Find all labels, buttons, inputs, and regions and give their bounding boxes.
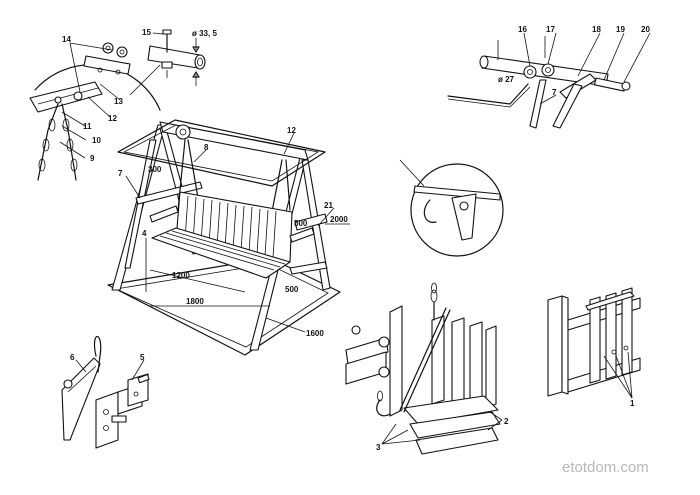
- canopy-frame-inner: [123, 124, 320, 182]
- pipe-body: [147, 45, 201, 69]
- detail-hook-circle: [399, 159, 504, 257]
- detail-seat-back-frame: [547, 287, 641, 399]
- main-swing-assembly: [107, 119, 350, 356]
- beam-end-cap: [175, 124, 191, 140]
- label-part-7a: 7: [118, 169, 123, 178]
- seat-back-slats: [184, 195, 277, 259]
- armrest-right: [289, 227, 315, 243]
- dimension-500-upper: 500: [294, 219, 308, 228]
- label-part-15: 15: [142, 28, 151, 37]
- label-part-5: 5: [140, 353, 145, 362]
- side-post-6: [61, 357, 101, 441]
- left-leg-rear: [124, 139, 157, 269]
- side-brace-right: [294, 213, 328, 231]
- label-part-10: 10: [92, 136, 101, 145]
- dimension-diameter-27: ø 27: [498, 75, 515, 84]
- detail-beam: [29, 81, 103, 113]
- angle-bracket: [345, 337, 389, 365]
- support-leg-a: [529, 79, 547, 129]
- detail-top-right: [447, 36, 631, 129]
- canopy-frame: [117, 119, 326, 187]
- watermark: etotdom.com: [562, 459, 649, 476]
- detail-hook-outline: [410, 163, 504, 257]
- leader-lines: [59, 32, 651, 445]
- label-part-13: 13: [114, 97, 123, 106]
- corner-post: [389, 305, 403, 417]
- seat-slats: [159, 230, 286, 271]
- label-part-12b: 12: [287, 126, 296, 135]
- bolt-20: [593, 77, 626, 92]
- hardware-set-14: [83, 42, 131, 75]
- dimension-1600: 1600: [306, 329, 324, 338]
- side-brace-left: [135, 181, 203, 205]
- ground-frame-inner: [114, 263, 329, 348]
- armrest-left: [149, 205, 179, 223]
- dimension-labels: ø 33, 5 ø 27 300 500 2000 1200 500 1800 …: [148, 29, 515, 338]
- label-part-20: 20: [641, 25, 650, 34]
- label-part-16: 16: [518, 25, 527, 34]
- detail-chain-hook: [29, 64, 161, 181]
- dimension-lines: [145, 223, 350, 333]
- detail-bracket-bottom-left: [61, 336, 150, 449]
- detail-seat-corner: [345, 282, 501, 455]
- detail-pipe-bolt: [147, 29, 206, 86]
- dimension-1200: 1200: [172, 271, 190, 280]
- label-part-11: 11: [83, 122, 92, 131]
- label-part-8: 8: [204, 143, 209, 152]
- label-part-3: 3: [376, 443, 381, 452]
- swing-seat: [151, 227, 291, 279]
- label-part-6: 6: [70, 353, 75, 362]
- part-labels: 14 13 12 11 10 9 15 7 8 12 21 4 16 17 18…: [62, 25, 650, 452]
- label-part-1: 1: [630, 399, 635, 408]
- label-part-7b: 7: [552, 88, 557, 97]
- ground-frame: [107, 257, 341, 356]
- label-part-12a: 12: [108, 114, 117, 123]
- label-part-4: 4: [142, 229, 147, 238]
- support-leg-b: [552, 83, 583, 129]
- dimension-2000: 2000: [330, 215, 348, 224]
- side-brace-right-low: [289, 261, 328, 275]
- label-part-14: 14: [62, 35, 71, 44]
- label-part-21: 21: [324, 201, 333, 210]
- angle-bracket-5: [95, 391, 119, 449]
- rail-wire: [447, 83, 529, 105]
- label-part-17: 17: [546, 25, 555, 34]
- hook-loop: [93, 336, 102, 373]
- dimension-300: 300: [148, 165, 162, 174]
- dimension-500-lower: 500: [285, 285, 299, 294]
- dimension-diameter-33: ø 33, 5: [192, 29, 217, 38]
- label-part-18: 18: [592, 25, 601, 34]
- label-part-19: 19: [616, 25, 625, 34]
- vertical-post: [547, 295, 563, 397]
- label-part-9: 9: [90, 154, 95, 163]
- label-part-2: 2: [504, 417, 509, 426]
- nut: [161, 61, 173, 69]
- dimension-1800: 1800: [186, 297, 204, 306]
